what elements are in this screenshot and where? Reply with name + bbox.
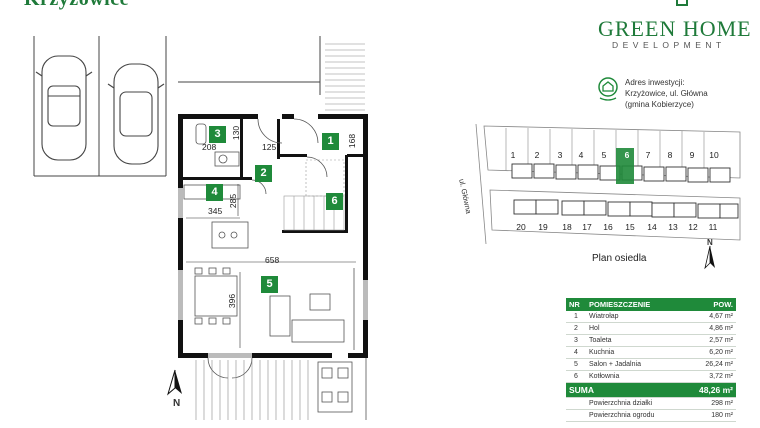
table-row: 5 Salon + Jadalnia 26,24 m² (566, 358, 736, 371)
lot-label-13: 13 (668, 222, 678, 232)
row-area: 6,20 m² (682, 346, 736, 359)
extra-name: Powierzchnia ogrodu (586, 409, 683, 422)
site-plan-title: Plan osiedla (592, 253, 647, 264)
brand-name: GREEN HOME (598, 16, 752, 41)
row-room: Toaleta (586, 334, 683, 347)
site-plan (475, 123, 741, 245)
row-nr: 3 (566, 334, 586, 347)
lot-label-15: 15 (625, 222, 635, 232)
dimension-208: 208 (202, 142, 217, 152)
table-row: 4 Kuchnia 6,20 m² (566, 346, 736, 359)
room-badge-2: 2 (255, 165, 272, 182)
site-north-label: N (707, 238, 713, 247)
table-row: Powierzchnia ogrodu 180 m² (566, 409, 736, 422)
dimension-130: 130 (231, 125, 242, 141)
lot-label-16: 16 (603, 222, 613, 232)
lot-label-6-highlighted: 6 (624, 150, 630, 160)
address-line-1: Adres inwestycji: (625, 78, 685, 87)
north-label: N (173, 398, 181, 409)
brand-subtitle: DEVELOPMENT (612, 40, 726, 50)
address-line-2: Krzyżowice, ul. Główna (625, 89, 708, 98)
lot-label-11: 11 (708, 222, 718, 232)
lot-label-18: 18 (562, 222, 572, 232)
row-nr: 1 (566, 311, 586, 323)
sum-label: SUMA (566, 382, 683, 398)
lot-label-12: 12 (688, 222, 698, 232)
header-room: POMIESZCZENIE (586, 298, 683, 311)
lot-label-1: 1 (510, 150, 516, 160)
lot-label-14: 14 (647, 222, 657, 232)
car-icon (107, 63, 165, 165)
row-nr: 2 (566, 322, 586, 335)
brand-logo-mark (676, 0, 688, 6)
table-row: Powierzchnia działki 298 m² (566, 397, 736, 410)
row-nr: 4 (566, 346, 586, 359)
room-badge-3: 3 (209, 126, 226, 143)
table-row: 3 Toaleta 2,57 m² (566, 334, 736, 347)
investment-address: Adres inwestycji: Krzyżowice, ul. Główna… (625, 77, 708, 110)
header-area: POW. (682, 298, 736, 311)
row-area: 26,24 m² (682, 358, 736, 371)
lot-label-8: 8 (667, 150, 673, 160)
room-badge-1: 1 (322, 133, 339, 150)
lot-label-17: 17 (582, 222, 592, 232)
row-area: 2,57 m² (682, 334, 736, 347)
lot-label-9: 9 (689, 150, 695, 160)
row-area: 3,72 m² (682, 370, 736, 383)
lot-label-4: 4 (578, 150, 584, 160)
floor-plan (33, 36, 368, 420)
table-sum-row: SUMA 48,26 m² (566, 382, 736, 398)
extra-name: Powierzchnia działki (586, 397, 683, 410)
north-arrow-icon (167, 369, 182, 396)
row-area: 4,86 m² (682, 322, 736, 335)
town-name: Krzyżowice (24, 0, 129, 11)
lot-label-7: 7 (645, 150, 651, 160)
dimension-125: 125 (262, 142, 277, 152)
dimension-658: 658 (265, 255, 280, 265)
lot-label-5: 5 (601, 150, 607, 160)
room-badge-6: 6 (326, 193, 343, 210)
lot-label-20: 20 (516, 222, 526, 232)
row-room: Salon + Jadalnia (586, 358, 683, 371)
site-north-arrow-icon (704, 245, 715, 270)
row-room: Hol (586, 322, 683, 335)
lot-label-2: 2 (534, 150, 540, 160)
header-nr: NR (566, 298, 586, 311)
room-badge-4: 4 (206, 184, 223, 201)
address-line-3: (gmina Kobierzyce) (625, 100, 694, 109)
room-badge-5: 5 (261, 276, 278, 293)
lot-label-10: 10 (709, 150, 719, 160)
row-nr: 6 (566, 370, 586, 383)
dimension-168: 168 (347, 133, 358, 149)
location-pin-icon (598, 77, 618, 101)
table-header-row: NR POMIESZCZENIE POW. (566, 298, 736, 311)
room-area-table: NR POMIESZCZENIE POW. 1 Wiatrołap 4,67 m… (566, 298, 736, 422)
table-row: 1 Wiatrołap 4,67 m² (566, 311, 736, 323)
extra-area: 180 m² (682, 409, 736, 422)
lot-label-19: 19 (538, 222, 548, 232)
table-row: 6 Kotłownia 3,72 m² (566, 370, 736, 383)
row-room: Wiatrołap (586, 311, 683, 323)
table-row: 2 Hol 4,86 m² (566, 322, 736, 335)
car-icon (35, 55, 93, 161)
sum-area: 48,26 m² (682, 382, 736, 398)
extra-area: 298 m² (682, 397, 736, 410)
row-room: Kotłownia (586, 370, 683, 383)
dimension-285: 285 (228, 193, 239, 209)
row-room: Kuchnia (586, 346, 683, 359)
dimension-396: 396 (227, 293, 238, 309)
row-nr: 5 (566, 358, 586, 371)
row-area: 4,67 m² (682, 311, 736, 323)
dimension-345: 345 (208, 206, 223, 216)
lot-label-3: 3 (557, 150, 563, 160)
